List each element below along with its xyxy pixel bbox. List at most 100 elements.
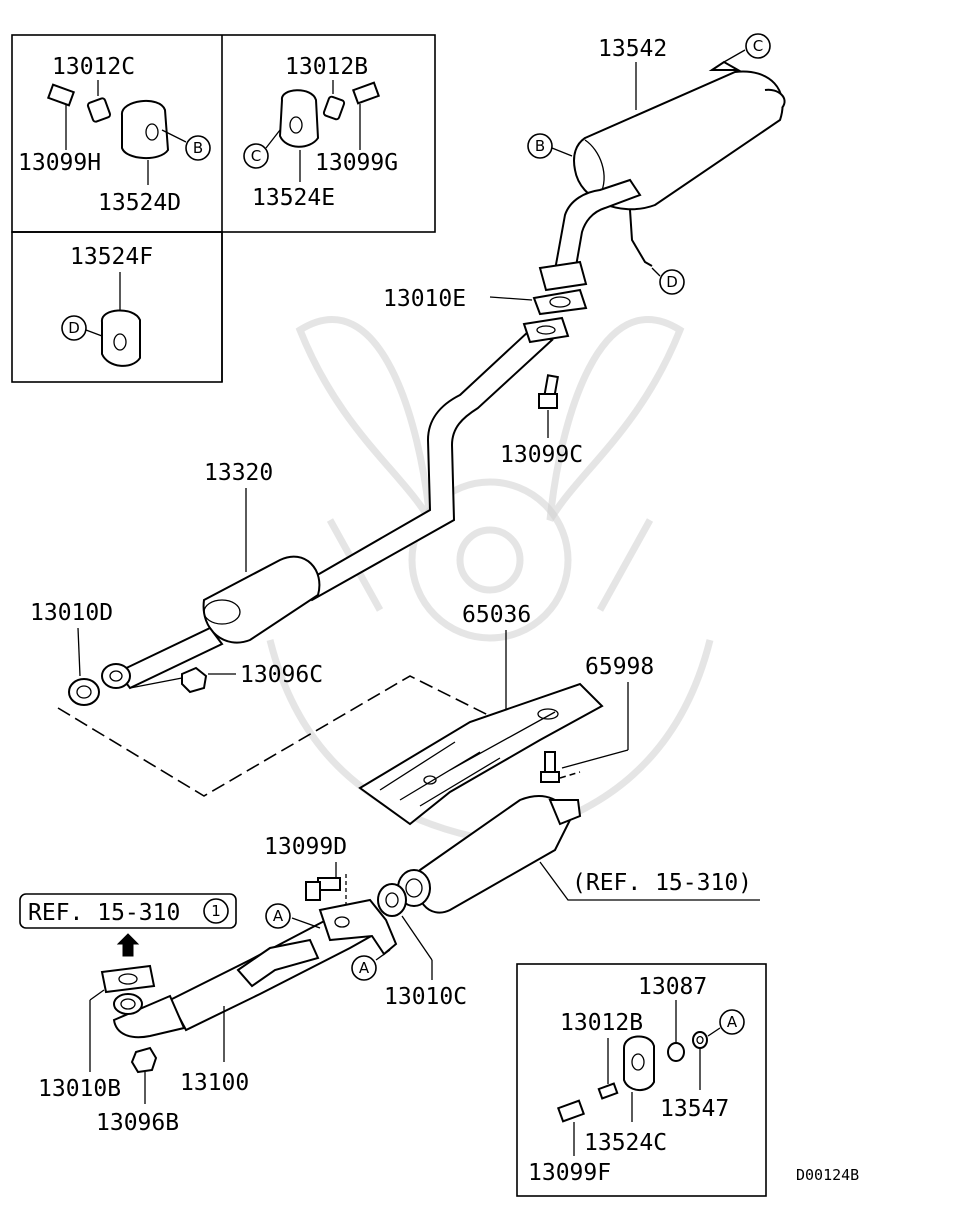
rubber-hanger-13524D [121, 99, 170, 159]
label-13524D: 13524D [98, 190, 181, 216]
label-65998: 65998 [585, 654, 654, 680]
inset-box-13524F: 13524F D [61, 244, 153, 367]
front-pipe-13100: 13100 [112, 898, 398, 1096]
bolt-13099D: 13099D [264, 834, 347, 908]
nut-13096C: 13096C [129, 662, 323, 694]
ref-letter-D-circle [61, 315, 87, 341]
muffler-inlet-pipe [553, 178, 642, 274]
label-13010B: 13010B [38, 1076, 121, 1102]
inset-box-13524F-outline [11, 231, 223, 383]
catalytic-converter: (REF. 15-310) [397, 795, 760, 914]
ref-letter-A-circle [351, 955, 377, 981]
inset-box-13524E: 13012B 13099G 13524E C [243, 54, 398, 211]
ref-letter-A: A [273, 907, 284, 925]
bolt-head [540, 771, 560, 783]
assembly-dashed-lines [57, 675, 581, 797]
bolt-part [556, 1099, 586, 1123]
label-13100: 13100 [180, 1070, 249, 1096]
center-pipe-tube [298, 328, 554, 602]
washer-13087 [667, 1042, 685, 1062]
gasket-part [532, 288, 588, 316]
front-pipe-bracket [318, 898, 398, 956]
ref-number: 1 [211, 902, 221, 920]
ref-number-circle [203, 898, 229, 924]
ref-letter-C: C [251, 147, 261, 165]
inset-box-outline [516, 963, 767, 1197]
label-13099F: 13099F [528, 1160, 611, 1186]
label-13099H: 13099H [18, 150, 101, 176]
bolt-part [351, 81, 381, 105]
converter-body [416, 795, 572, 914]
label-13010C: 13010C [384, 984, 467, 1010]
gasket-13010B: 13010B [38, 964, 156, 1102]
label-13099G: 13099G [315, 150, 398, 176]
ref-letter-D: D [68, 319, 80, 337]
ref-15-310-left-text: REF. 15-310 [28, 900, 180, 926]
pin-part [86, 97, 112, 123]
washer-13547 [692, 1031, 708, 1049]
rubber-hanger-13524F [101, 309, 141, 367]
ref-letter-A: A [359, 959, 370, 977]
center-pipe-rear-flange [522, 316, 570, 344]
arrow-up-icon [116, 933, 140, 957]
rubber-hanger-13524C [623, 1035, 655, 1091]
muffler-hanger-tab [708, 60, 742, 71]
muffler-hanger-rod [629, 209, 653, 267]
label-13096B: 13096B [96, 1110, 179, 1136]
front-pipe-ref-markers: A A [265, 903, 391, 981]
ref-letter-A-circle [719, 1009, 745, 1035]
label-13099C: 13099C [500, 442, 583, 468]
label-13099D: 13099D [264, 834, 347, 860]
gasket-ring [377, 883, 407, 917]
main-muffler-13542: 13542 C B D [527, 33, 786, 295]
label-13524F: 13524F [70, 244, 153, 270]
ref-letter-B: B [535, 137, 545, 155]
nut-part [181, 666, 208, 694]
ref-letter-A: A [727, 1013, 738, 1031]
label-13547: 13547 [660, 1096, 729, 1122]
inset-box-group-top [11, 34, 436, 383]
nut-13096B: 13096B [96, 1046, 179, 1136]
label-13087: 13087 [638, 974, 707, 1000]
muffler-tail-tip [764, 88, 786, 109]
ref-letter-A-circle [265, 903, 291, 929]
ref-letter-B-circle [185, 135, 211, 161]
heat-protector-65036: 65036 [358, 602, 604, 826]
bolt-13099C: 13099C [500, 374, 583, 468]
center-pipe-front-flange [101, 663, 131, 689]
front-pipe-flange [113, 993, 143, 1015]
ref-letter-D-circle [659, 269, 685, 295]
ref-box [19, 893, 237, 929]
label-13012B-box: 13012B [560, 1010, 643, 1036]
pin-part [322, 95, 346, 121]
ref-letter-B: B [193, 139, 203, 157]
diagram-code: D00124B [796, 1166, 859, 1184]
converter-outlet [548, 799, 582, 826]
ref-letter-C: C [753, 37, 763, 55]
label-13012C: 13012C [52, 54, 135, 80]
gasket-13010C: 13010C [377, 883, 467, 1010]
ref-letter-C-circle [243, 143, 269, 169]
muffler-body [573, 70, 784, 211]
label-13096C: 13096C [240, 662, 323, 688]
label-13320: 13320 [204, 460, 273, 486]
gasket-ring [68, 678, 100, 706]
label-13010E: 13010E [383, 286, 466, 312]
inset-box-outline [11, 34, 436, 233]
inset-box-13524C: 13087 A 13547 13012B 13524C 13099F [516, 963, 767, 1197]
ref-letter-D: D [666, 273, 678, 291]
label-13542: 13542 [598, 36, 667, 62]
label-13012B-top: 13012B [285, 54, 368, 80]
bolt-head [305, 881, 321, 901]
label-13524E: 13524E [252, 185, 335, 211]
inset-box-13524D: 13012C 13099H 13524D B [18, 54, 211, 216]
ref-letter-C-circle [745, 33, 771, 59]
center-pipe-13320: 13320 [101, 316, 570, 690]
ref-15-310-right: (REF. 15-310) [572, 870, 752, 896]
bolt-part [46, 83, 76, 107]
label-65036: 65036 [462, 602, 531, 628]
gasket-13010E: 13010E [383, 286, 588, 316]
ref-letter-B-circle [527, 133, 553, 159]
ref-15-310-left: REF. 15-310 1 [19, 893, 237, 957]
